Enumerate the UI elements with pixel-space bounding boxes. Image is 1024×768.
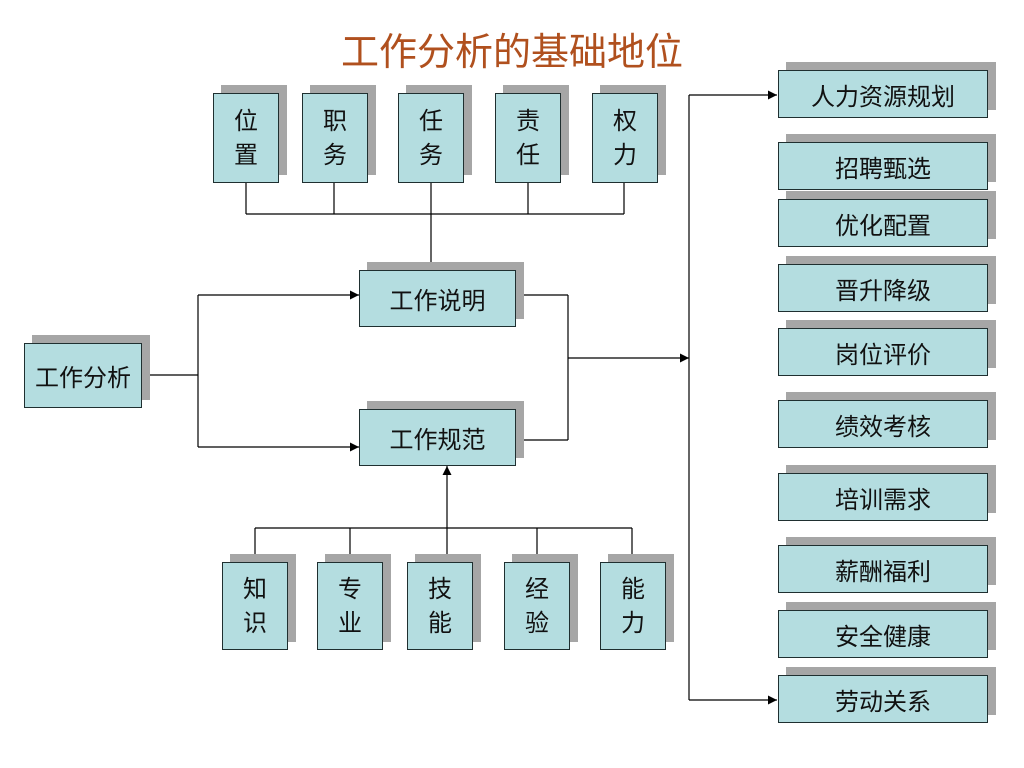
top-element-authority-char1: 权 xyxy=(613,107,637,135)
bottom-element-experience-char2: 验 xyxy=(525,609,549,637)
top-element-duty-char2: 务 xyxy=(323,141,347,169)
job-description-node: 工作说明 xyxy=(359,270,516,327)
bottom-element-ability-char2: 力 xyxy=(621,609,645,637)
diagram-title: 工作分析的基础地位 xyxy=(340,30,683,74)
job-analysis-node: 工作分析 xyxy=(24,343,142,408)
bottom-element-knowledge: 知识 xyxy=(222,562,288,650)
top-element-authority-char2: 力 xyxy=(613,141,637,169)
application-promotion: 晋升降级 xyxy=(778,264,988,312)
top-element-responsibility-char1: 责 xyxy=(516,107,540,135)
bottom-element-experience-char1: 经 xyxy=(525,575,549,603)
application-recruitment: 招聘甄选 xyxy=(778,142,988,190)
bottom-element-knowledge-char2: 识 xyxy=(243,609,267,637)
bottom-element-specialty-char1: 专 xyxy=(338,575,362,603)
bottom-element-skill-char1: 技 xyxy=(428,575,452,603)
top-element-responsibility-char2: 任 xyxy=(516,141,540,169)
application-safety: 安全健康 xyxy=(778,610,988,658)
top-element-duty: 职务 xyxy=(302,93,368,183)
top-element-duty-char1: 职 xyxy=(323,107,347,135)
bottom-element-ability: 能力 xyxy=(600,562,666,650)
application-hr-planning: 人力资源规划 xyxy=(778,70,988,118)
top-element-task-char2: 务 xyxy=(419,141,443,169)
top-element-authority: 权力 xyxy=(592,93,658,183)
application-allocation: 优化配置 xyxy=(778,199,988,247)
top-element-responsibility: 责任 xyxy=(495,93,561,183)
bottom-element-ability-char1: 能 xyxy=(621,575,645,603)
top-element-position-char2: 置 xyxy=(234,141,258,169)
top-element-task-char1: 任 xyxy=(419,107,443,135)
application-performance: 绩效考核 xyxy=(778,400,988,448)
application-job-evaluation: 岗位评价 xyxy=(778,328,988,376)
bottom-element-skill: 技能 xyxy=(407,562,473,650)
bottom-element-experience: 经验 xyxy=(504,562,570,650)
top-element-position-char1: 位 xyxy=(234,107,258,135)
bottom-element-skill-char2: 能 xyxy=(428,609,452,637)
bottom-element-specialty-char2: 业 xyxy=(338,609,362,637)
job-specification-node: 工作规范 xyxy=(359,409,516,466)
bottom-element-knowledge-char1: 知 xyxy=(243,575,267,603)
application-training: 培训需求 xyxy=(778,473,988,521)
application-labor-relations: 劳动关系 xyxy=(778,675,988,723)
application-compensation: 薪酬福利 xyxy=(778,545,988,593)
top-element-position: 位置 xyxy=(213,93,279,183)
bottom-element-specialty: 专业 xyxy=(317,562,383,650)
top-element-task: 任务 xyxy=(398,93,464,183)
